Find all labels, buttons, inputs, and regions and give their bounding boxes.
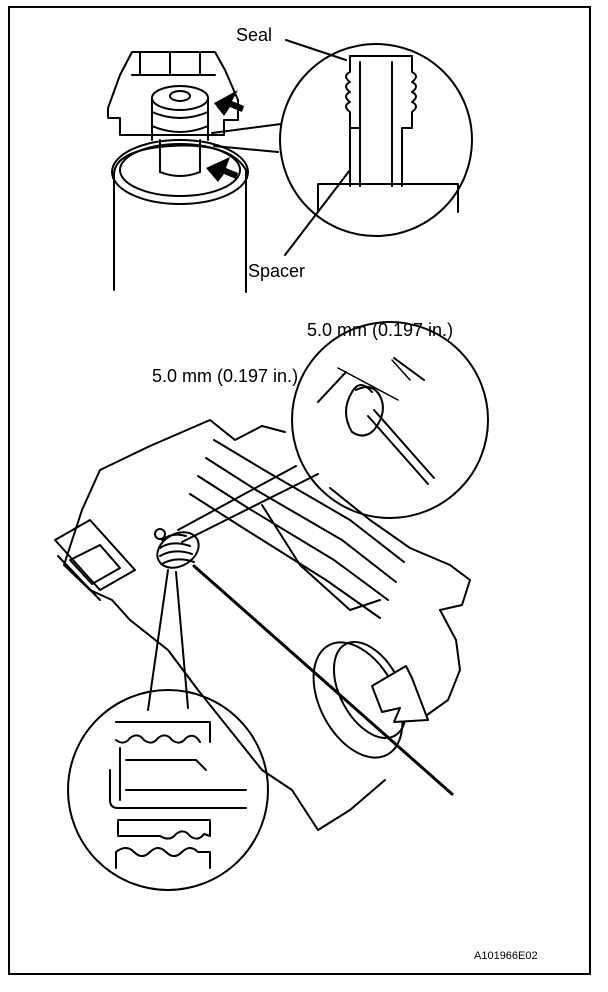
seal-leader	[285, 39, 347, 61]
shock-absorber-body	[111, 139, 249, 293]
end-bracket	[54, 519, 136, 601]
magnified-view-seal	[279, 43, 473, 237]
leader-line-bottom-4	[175, 571, 189, 709]
coil-clip	[154, 528, 200, 569]
direction-arrow	[371, 665, 429, 723]
magnified-view-clip	[291, 321, 489, 519]
leader-line-bottom-1	[177, 465, 297, 531]
spacer-label: Spacer	[248, 261, 306, 281]
bracket-top	[107, 51, 239, 136]
rod-and-seal	[151, 85, 209, 177]
arrow-seal	[214, 90, 244, 116]
leader-line-bottom-2	[181, 473, 319, 543]
dimension-label-upper: 5.0 mm (0.197 in.)	[307, 320, 454, 340]
seal-label: Seal	[236, 25, 273, 45]
arrow-spacer	[206, 157, 238, 182]
leader-line-bottom-3	[147, 569, 169, 711]
magnified-view-section	[67, 689, 269, 891]
wire-tool	[192, 564, 454, 796]
leader-line-top-2	[213, 145, 279, 153]
figure-code: A101966E02	[474, 950, 538, 962]
dimension-label-lower: 5.0 mm (0.197 in.)	[152, 366, 299, 386]
leader-line-top-1	[211, 123, 282, 134]
spacer-leader	[284, 169, 351, 256]
